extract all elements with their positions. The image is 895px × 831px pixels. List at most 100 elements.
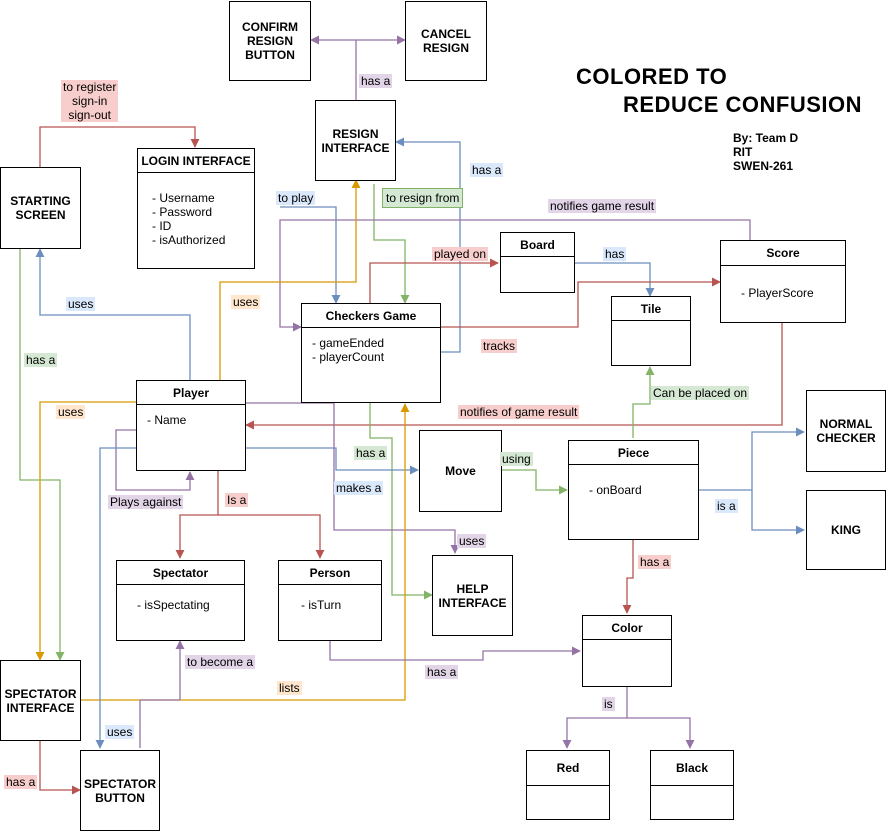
edge-piece-color — [622, 540, 634, 614]
diagram-title-line1: COLORED TO — [576, 64, 728, 89]
edge-player-move — [246, 447, 419, 475]
label-can-be-placed-on: Can be placed on — [651, 386, 750, 400]
class-attributes: - PlayerScore — [741, 286, 814, 300]
class-attributes: - gameEnded - playerCount — [312, 336, 385, 364]
edge-player-button — [95, 447, 136, 749]
player-class[interactable]: Player - Name — [136, 380, 246, 471]
spectator-button-box[interactable]: SPECTATOR BUTTON — [80, 750, 160, 831]
edge-player-help — [246, 402, 460, 554]
class-name: Color — [583, 616, 671, 640]
class-attributes: - isTurn — [301, 598, 342, 612]
class-attributes: - Name — [147, 413, 187, 427]
diagram-title-line2: REDUCE CONFUSION — [623, 92, 863, 117]
edge-button-spectator — [139, 640, 185, 748]
spectator-class[interactable]: Spectator - isSpectating — [116, 560, 245, 641]
label-lists: lists — [277, 681, 302, 695]
spectator-interface-box[interactable]: SPECTATOR INTERFACE — [0, 660, 81, 741]
label-uses-resign: uses — [231, 295, 261, 309]
label-to-register: to register sign-in sign-out — [61, 80, 119, 122]
class-attributes: - isSpectating — [137, 598, 210, 612]
move-box[interactable]: Move — [419, 430, 502, 512]
class-name: LOGIN INTERFACE — [138, 149, 254, 173]
label-has-a-help: has a — [354, 446, 388, 460]
class-name: Tile — [612, 297, 690, 321]
edge-score-notify-checkers — [279, 219, 751, 332]
edge-checkers-score — [440, 277, 721, 328]
edge-board-tile — [575, 262, 655, 297]
confirm-resign-button-box[interactable]: CONFIRM RESIGN BUTTON — [229, 1, 311, 81]
label-to-play: to play — [276, 191, 316, 205]
edge-player-plays-against — [115, 429, 195, 491]
class-name: Checkers Game — [302, 304, 440, 328]
edge-piece-king — [751, 490, 805, 535]
edge-score-notify-player — [245, 323, 783, 430]
label-to-resign-from: to resign from — [382, 188, 464, 208]
board-class[interactable]: Board — [500, 232, 575, 293]
label-has-a-resign: has a — [359, 74, 393, 88]
black-class[interactable]: Black — [650, 750, 734, 820]
resign-interface-box[interactable]: RESIGN INTERFACE — [315, 100, 396, 181]
person-class[interactable]: Person - isTurn — [278, 560, 382, 641]
checkers-game-class[interactable]: Checkers Game - gameEnded - playerCount — [301, 303, 441, 403]
label-uses-help: uses — [457, 534, 487, 548]
label-has-tile: has — [603, 247, 627, 261]
class-attributes: - Username - Password - ID - isAuthorize… — [152, 191, 226, 247]
label-is-a-piece: is a — [715, 499, 738, 513]
edge-player-start — [35, 248, 191, 380]
edge-player-spectator-interface — [35, 401, 136, 661]
label-notifies-game-result: notifies game result — [548, 199, 657, 213]
label-played-on: played on — [432, 247, 489, 261]
label-using: using — [500, 452, 533, 466]
king-box[interactable]: KING — [806, 490, 886, 570]
cancel-resign-box[interactable]: CANCEL RESIGN — [405, 1, 487, 81]
class-attributes — [612, 321, 690, 325]
edge-spectator-has-button — [39, 741, 81, 795]
edge-color-black — [627, 717, 695, 749]
label-has-a-color: has a — [638, 555, 672, 569]
score-class[interactable]: Score - PlayerScore — [720, 240, 846, 323]
edge-color-red — [562, 687, 628, 749]
label-uses-start: uses — [66, 297, 96, 311]
class-attributes — [651, 786, 733, 790]
edge-spectator-checkers — [81, 403, 410, 701]
label-notifies-of-game-result: notifies of game result — [458, 405, 580, 419]
label-plays-against: Plays against — [108, 495, 184, 509]
edge-checkers-board — [369, 258, 499, 303]
label-has-a-checkers-resign: has a — [470, 163, 504, 177]
edge-piece-tile — [632, 366, 655, 438]
edge-piece-normal — [699, 427, 805, 491]
class-name: Spectator — [117, 561, 244, 585]
edge-start-login — [39, 126, 200, 167]
class-name: Board — [501, 233, 574, 257]
edge-move-piece — [502, 469, 568, 495]
class-attributes — [527, 786, 609, 790]
tile-class[interactable]: Tile — [611, 296, 691, 366]
color-class[interactable]: Color — [582, 615, 672, 687]
normal-checker-box[interactable]: NORMAL CHECKER — [806, 390, 886, 472]
label-is-a-person: Is a — [225, 493, 249, 507]
label-makes-a: makes a — [334, 481, 384, 495]
class-name: Player — [137, 381, 245, 405]
red-class[interactable]: Red — [526, 750, 610, 820]
starting-screen-box[interactable]: STARTING SCREEN — [0, 167, 81, 249]
class-name: Red — [527, 751, 609, 786]
piece-class[interactable]: Piece - onBoard — [568, 440, 699, 540]
label-uses-spectator-button: uses — [105, 725, 135, 739]
class-name: Score — [721, 241, 845, 266]
edge-resign-checkers — [373, 184, 410, 304]
class-name: Person — [279, 561, 381, 585]
label-has-a-start: has a — [24, 353, 58, 367]
credits: By: Team D RIT SWEN-261 — [733, 131, 799, 173]
class-attributes — [583, 640, 671, 644]
class-name: Piece — [569, 441, 698, 465]
class-name: Black — [651, 751, 733, 786]
label-has-a-spectator-button: has a — [4, 775, 38, 789]
edge-player-is-a — [175, 470, 219, 559]
login-interface-class[interactable]: LOGIN INTERFACE - Username - Password - … — [137, 148, 255, 269]
class-attributes — [501, 257, 574, 261]
label-tracks: tracks — [481, 339, 518, 353]
help-interface-box[interactable]: HELP INTERFACE — [432, 555, 513, 636]
edge-player-resign — [219, 179, 361, 380]
label-has-a-person-color: has a — [425, 665, 459, 679]
